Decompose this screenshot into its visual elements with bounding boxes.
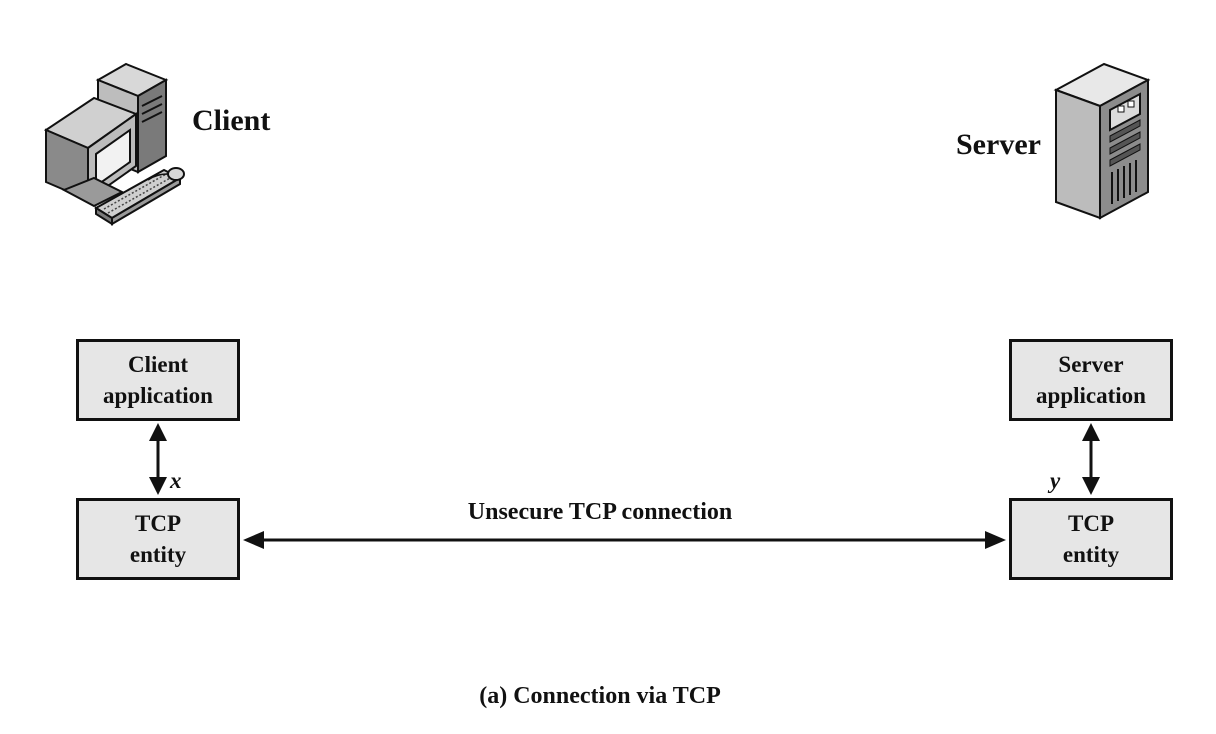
server-tcp-entity-line2: entity — [1062, 542, 1120, 567]
server-tcp-entity-line1: TCP — [1068, 511, 1114, 536]
server-application-line2: application — [1036, 383, 1146, 408]
tcp-connection-arrow — [243, 531, 1006, 549]
desktop-computer-icon — [43, 62, 185, 226]
server-tcp-entity-box: TCP entity — [1009, 498, 1173, 580]
tcp-connection-label: Unsecure TCP connection — [467, 499, 733, 525]
server-link-arrow — [1082, 423, 1100, 495]
server-label: Server — [956, 128, 1041, 161]
client-link-label: x — [170, 468, 182, 493]
server-link-label: y — [1050, 468, 1061, 493]
client-link-arrow — [149, 423, 167, 495]
server-tower-icon — [1053, 62, 1151, 220]
server-application-box: Server application — [1009, 339, 1173, 421]
client-application-line1: Client — [127, 352, 189, 377]
client-tcp-entity-line2: entity — [129, 542, 187, 567]
client-application-line2: application — [103, 383, 213, 408]
client-application-box: Client application — [76, 339, 240, 421]
client-label: Client — [192, 104, 271, 137]
server-application-line1: Server — [1058, 352, 1124, 377]
client-tcp-entity-line1: TCP — [135, 511, 181, 536]
client-tcp-entity-box: TCP entity — [76, 498, 240, 580]
figure-caption: (a) Connection via TCP — [479, 683, 721, 709]
